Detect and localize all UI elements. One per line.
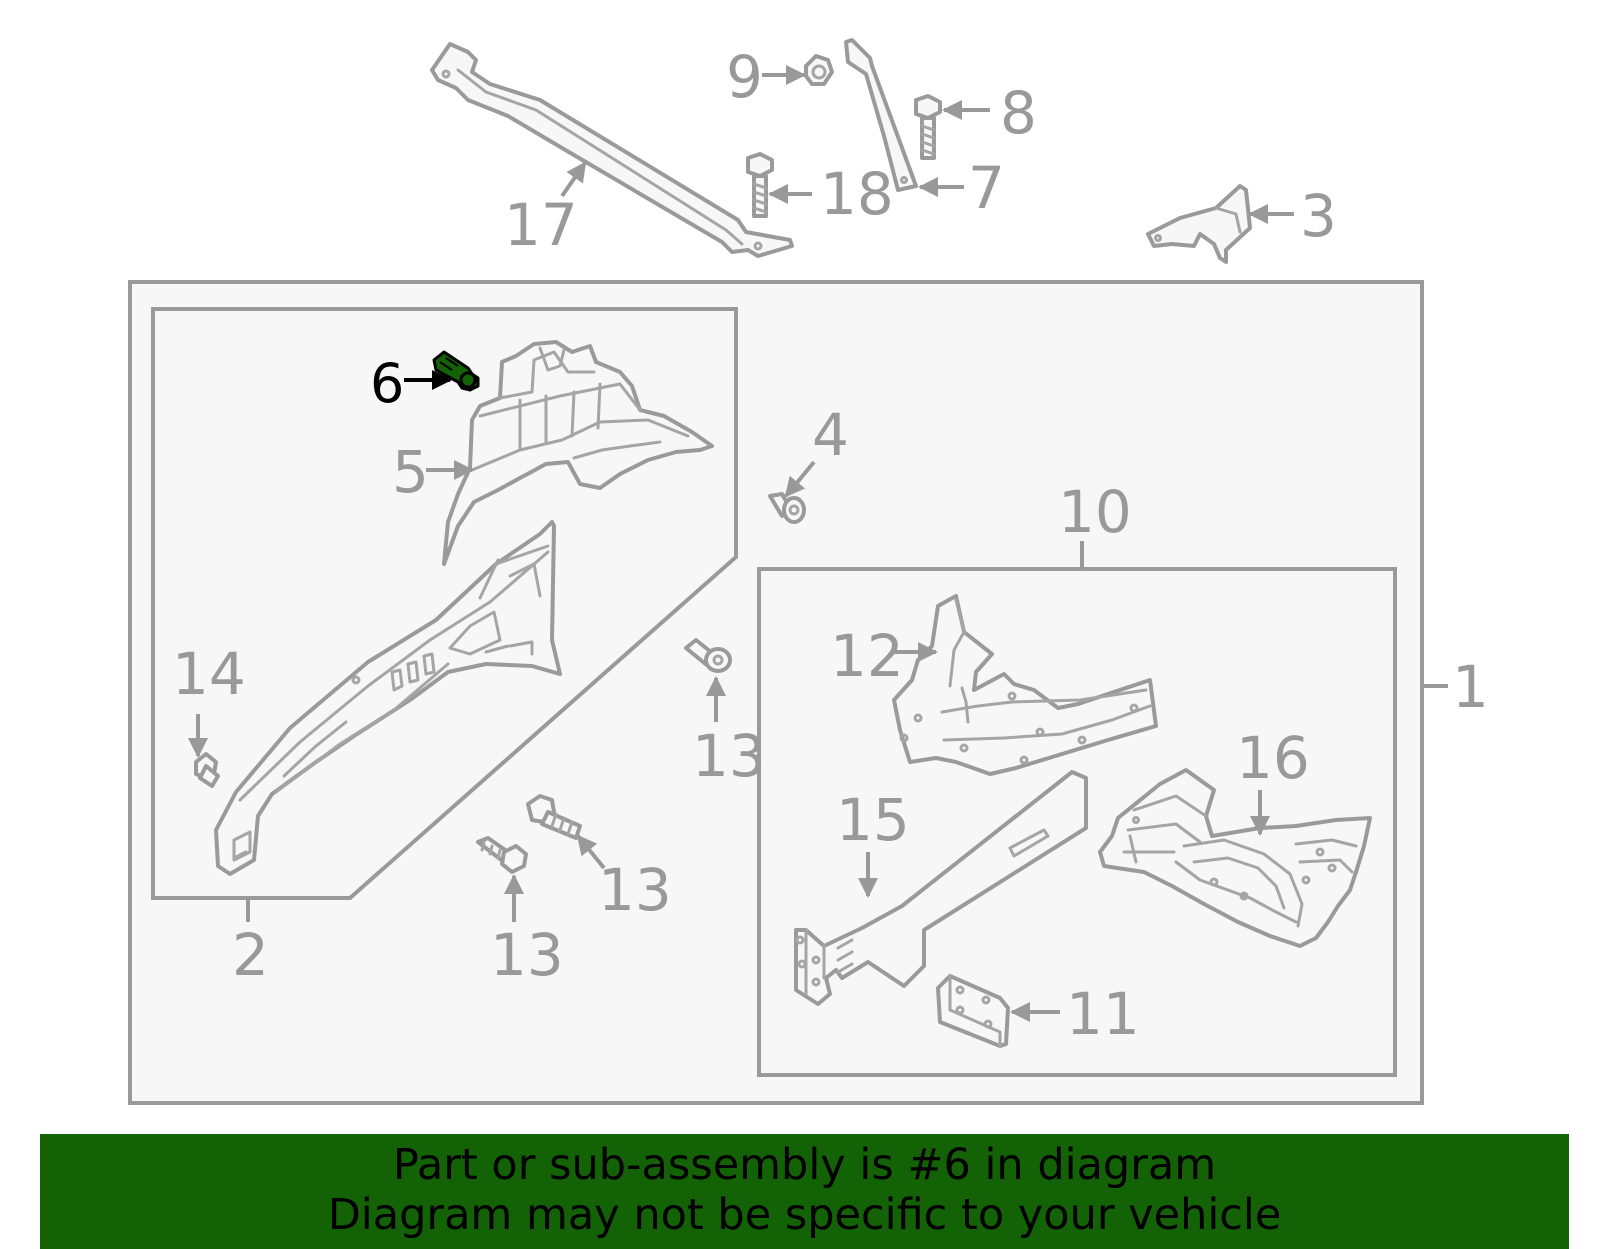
callout-3: 3 bbox=[1300, 182, 1337, 250]
callout-6: 6 bbox=[370, 352, 404, 415]
part-4-pin bbox=[768, 492, 806, 524]
banner-line-2: Diagram may not be specific to your vehi… bbox=[327, 1190, 1282, 1240]
callout-9: 9 bbox=[726, 43, 763, 111]
callout-12: 12 bbox=[830, 622, 904, 690]
callout-11: 11 bbox=[1066, 980, 1140, 1048]
part-13c-bolt bbox=[476, 836, 528, 874]
callout-13-b: 13 bbox=[598, 856, 672, 924]
callout-8: 8 bbox=[1000, 79, 1037, 147]
callout-2: 2 bbox=[232, 921, 269, 989]
part-8-bolt bbox=[914, 94, 942, 160]
part-15-lower-rail bbox=[794, 770, 1088, 1006]
callout-4: 4 bbox=[812, 401, 849, 469]
callout-1: 1 bbox=[1452, 653, 1489, 721]
callout-14: 14 bbox=[172, 640, 246, 708]
part-3-bracket bbox=[1146, 184, 1252, 264]
callout-15: 15 bbox=[836, 786, 910, 854]
part-13b-bolt bbox=[526, 794, 582, 840]
callout-10: 10 bbox=[1058, 478, 1132, 546]
callout-17: 17 bbox=[504, 191, 578, 259]
parts-diagram: 1 2 10 17 18 9 7 8 bbox=[128, 38, 1489, 1105]
callout-13-c: 13 bbox=[490, 921, 564, 989]
callout-18: 18 bbox=[820, 160, 894, 228]
part-17-crossbar bbox=[430, 42, 794, 258]
callout-16: 16 bbox=[1236, 724, 1310, 792]
part-16-rail-assembly bbox=[1098, 768, 1372, 948]
callout-5: 5 bbox=[392, 438, 429, 506]
part-13a-pin bbox=[684, 638, 732, 673]
callout-7: 7 bbox=[968, 154, 1005, 222]
part-12-rail-bracket bbox=[892, 594, 1158, 776]
part-7-bracket bbox=[844, 38, 918, 192]
part-2-upper-rail bbox=[214, 520, 562, 876]
part-11-plate bbox=[936, 974, 1010, 1048]
part-9-nut bbox=[804, 54, 834, 86]
banner-line-1: Part or sub-assembly is #6 in diagram bbox=[392, 1140, 1217, 1190]
info-banner: Part or sub-assembly is #6 in diagram Di… bbox=[40, 1134, 1569, 1249]
part-18-bolt bbox=[746, 152, 774, 218]
callout-13-a: 13 bbox=[692, 722, 766, 790]
